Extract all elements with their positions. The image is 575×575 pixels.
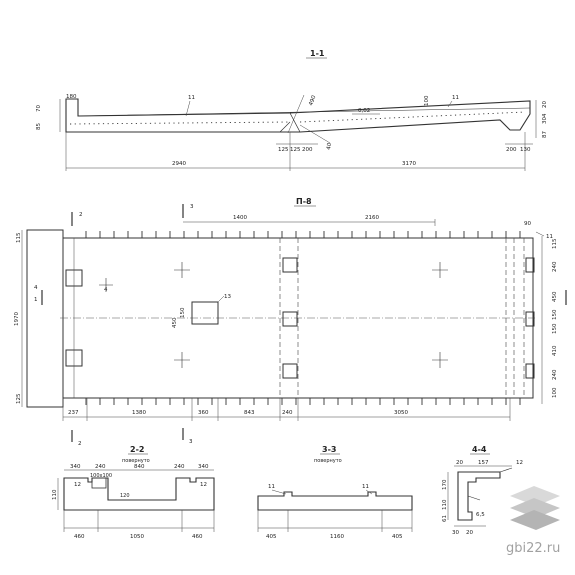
s22-profile	[63, 477, 215, 511]
h-right-b: 304	[542, 113, 548, 124]
right-b: 130	[520, 147, 531, 153]
bd-2: 360	[198, 410, 209, 416]
rib-ticks-bottom	[85, 398, 521, 405]
v-mark: 100	[424, 95, 430, 106]
section-3-3: 3-3 повернуто 11 11 405 1160 405	[257, 445, 413, 540]
s22-bot-1: 1050	[130, 534, 144, 540]
section-3-3-title: 3-3	[322, 445, 336, 454]
s22-top-4: 340	[198, 464, 209, 470]
s44-bot-a: 30	[452, 530, 459, 536]
cut-2-top: 2	[79, 212, 83, 218]
side-label-a: 450	[172, 317, 178, 328]
section-1-1-title: 1-1	[310, 49, 325, 58]
section-4-4-title: 4-4	[472, 445, 487, 454]
mid-c: 200	[302, 147, 313, 153]
mark-11-left: 11	[188, 95, 195, 101]
top-left-dim: 180	[66, 94, 77, 100]
section-1-1: 1-1 11 11 0,02 180 490 100 40 70 85 20 3…	[36, 49, 548, 171]
section-2-2: 2-2 повернуто 340 240 840 240 340 100x10…	[52, 445, 215, 540]
rd-3: 150	[552, 309, 558, 320]
s44-bot-b: 20	[466, 530, 473, 536]
s44-h-b: 110	[442, 499, 448, 510]
s44-top-b: 157	[478, 460, 489, 466]
s22-inner-label: 120	[120, 493, 130, 499]
plan-title: П-8	[296, 197, 312, 206]
diag-dim: 490	[308, 94, 317, 106]
rd-4: 150	[552, 323, 558, 334]
bd-5: 3050	[394, 410, 408, 416]
s22-box-label: 100x100	[90, 473, 112, 479]
s33-mark-right: 11	[362, 484, 369, 490]
right-a: 200	[506, 147, 517, 153]
corner-mark-11: 11	[546, 234, 553, 240]
rd-5: 410	[552, 345, 558, 356]
rd-6: 240	[552, 369, 558, 380]
h-left-a: 70	[36, 105, 42, 112]
mid-b: 125	[290, 147, 301, 153]
s44-top-c: 12	[516, 460, 523, 466]
cut-2-bottom: 2	[78, 441, 82, 447]
s22-left-h: 110	[52, 489, 58, 500]
slope-label: 0,02	[358, 108, 370, 114]
s33-bot-0: 405	[266, 534, 277, 540]
rd-2: 450	[552, 291, 558, 302]
s22-mark-right: 12	[200, 482, 207, 488]
rd-0: 115	[552, 238, 558, 249]
corner-90: 90	[524, 221, 531, 227]
cut-3-bottom: 3	[189, 439, 193, 445]
section-2-2-title: 2-2	[130, 445, 144, 454]
section-3-3-subtitle: повернуто	[314, 458, 342, 464]
h-right-a: 20	[542, 101, 548, 108]
s33-profile	[257, 491, 413, 511]
s22-top-0: 340	[70, 464, 81, 470]
s44-profile	[457, 471, 501, 521]
s44-top-a: 20	[456, 460, 463, 466]
s22-bot-2: 460	[192, 534, 203, 540]
cut-1-left: 1	[34, 297, 38, 303]
dim-left: 2940	[172, 161, 186, 167]
s44-h-c: 61	[442, 515, 448, 522]
top-a: 1400	[233, 215, 247, 221]
mark-13: 13	[224, 294, 231, 300]
s22-top-3: 240	[174, 464, 185, 470]
watermark: gbi22.ru	[506, 486, 560, 556]
watermark-text: gbi22.ru	[506, 541, 560, 556]
cut-3-top: 3	[190, 204, 194, 210]
bd-4: 240	[282, 410, 293, 416]
s22-mark-left: 12	[74, 482, 81, 488]
mid-a: 125	[278, 147, 289, 153]
side-label-b: 150	[180, 307, 186, 318]
rd-1: 240	[552, 261, 558, 272]
section-2-2-subtitle: повернуто	[122, 458, 150, 464]
cut-4-left: 4	[34, 285, 38, 291]
rd-7: 100	[552, 387, 558, 398]
slab-profile	[65, 98, 531, 133]
bd-1: 1380	[132, 410, 146, 416]
mark-11-right: 11	[452, 95, 459, 101]
h-left-b: 85	[36, 123, 42, 130]
s22-top-1: 240	[95, 464, 106, 470]
dim-right: 3170	[402, 161, 416, 167]
left-bot: 125	[16, 393, 22, 404]
watermark-logo-icon	[510, 486, 560, 530]
bd-3: 843	[244, 410, 255, 416]
s22-top-2: 840	[134, 464, 145, 470]
s33-bot-2: 405	[392, 534, 403, 540]
s44-h-a: 170	[442, 479, 448, 490]
s44-bot-c: 6,5	[476, 512, 485, 518]
s33-mark-left: 11	[268, 484, 275, 490]
bd-0: 237	[68, 410, 79, 416]
top-b: 2160	[365, 215, 379, 221]
s33-bot-1: 1160	[330, 534, 344, 540]
height-total: 1970	[14, 312, 20, 326]
left-top: 115	[16, 232, 22, 243]
s22-bot-0: 460	[74, 534, 85, 540]
rib-ticks-top	[85, 231, 521, 238]
mid-d: 40	[326, 142, 333, 150]
section-4-4: 4-4 20 157 12 170 110 61 30 20 6,5	[442, 445, 523, 536]
h-right-c: 87	[542, 131, 548, 138]
plan-p8: П-8 2 3 2 3 4 1 4 1400 2160 90 11	[14, 197, 567, 447]
